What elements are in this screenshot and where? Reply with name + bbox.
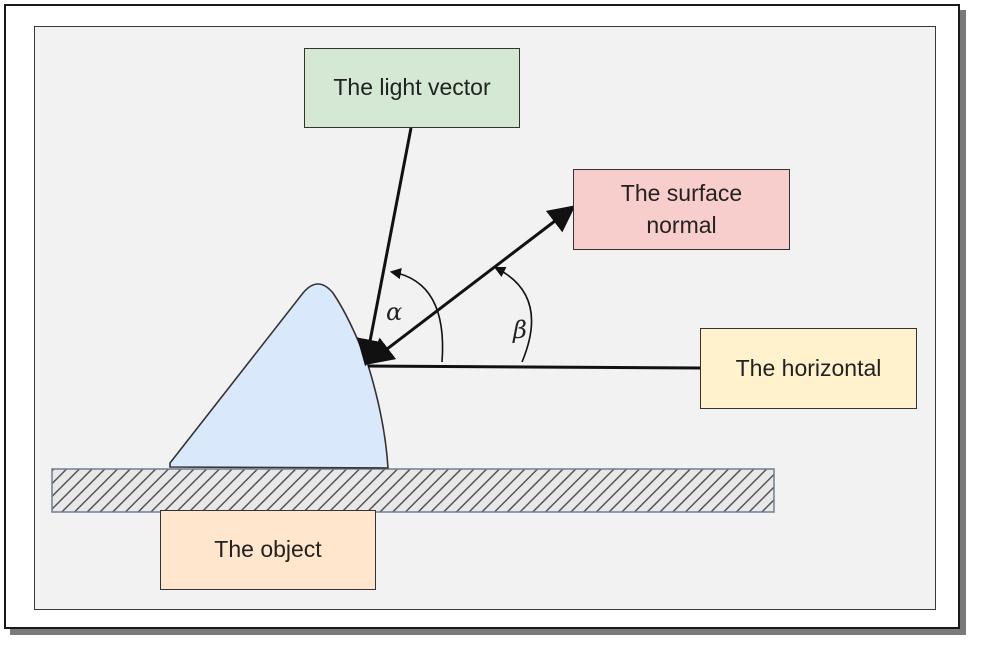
surface-normal-label: The surface normal xyxy=(620,180,743,238)
object-label: The object xyxy=(214,536,322,563)
surface-normal-box: The surface normal xyxy=(573,169,790,250)
light-vector-box: The light vector xyxy=(304,48,520,128)
light-vector-label: The light vector xyxy=(333,74,491,101)
beta-label: β xyxy=(512,316,527,344)
object-box: The object xyxy=(160,510,376,590)
horizontal-line xyxy=(367,364,701,370)
alpha-label: α xyxy=(386,298,402,326)
ground-surface xyxy=(51,468,775,513)
surface-normal-arrow xyxy=(366,205,576,365)
alpha-arc xyxy=(389,268,444,363)
beta-arc xyxy=(493,266,533,363)
horizontal-box: The horizontal xyxy=(700,328,917,409)
light-vector-arrow xyxy=(356,127,413,367)
horizontal-label: The horizontal xyxy=(735,354,882,381)
object-shape xyxy=(169,283,389,469)
